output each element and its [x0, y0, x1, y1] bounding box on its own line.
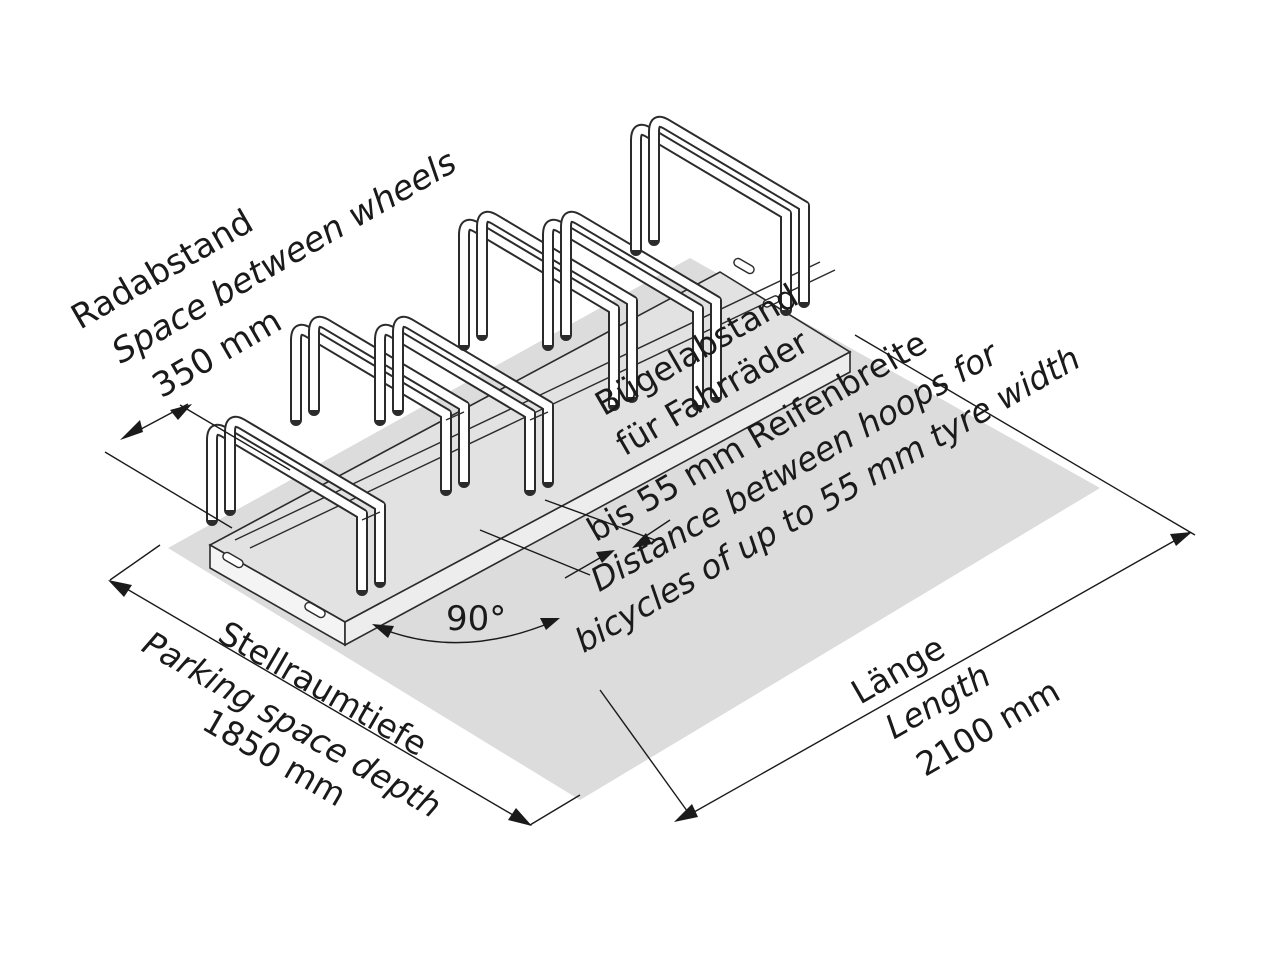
dimension-hoop-spacing	[479, 499, 671, 579]
mounting-slot-right	[733, 257, 755, 275]
mounting-slot-left	[222, 551, 244, 569]
label-wheel-spacing: Radabstand Space between wheels 350 mm	[65, 142, 464, 406]
mounting-slot-front	[304, 601, 326, 619]
dimension-angle	[372, 618, 560, 644]
dimension-length	[599, 334, 1196, 822]
mounting-slot-back	[762, 295, 780, 308]
label-angle: 90°	[446, 599, 506, 639]
dimension-wheel-spacing	[104, 403, 291, 529]
parking-floor-area	[168, 258, 1100, 800]
dimension-parking-depth	[108, 544, 581, 826]
